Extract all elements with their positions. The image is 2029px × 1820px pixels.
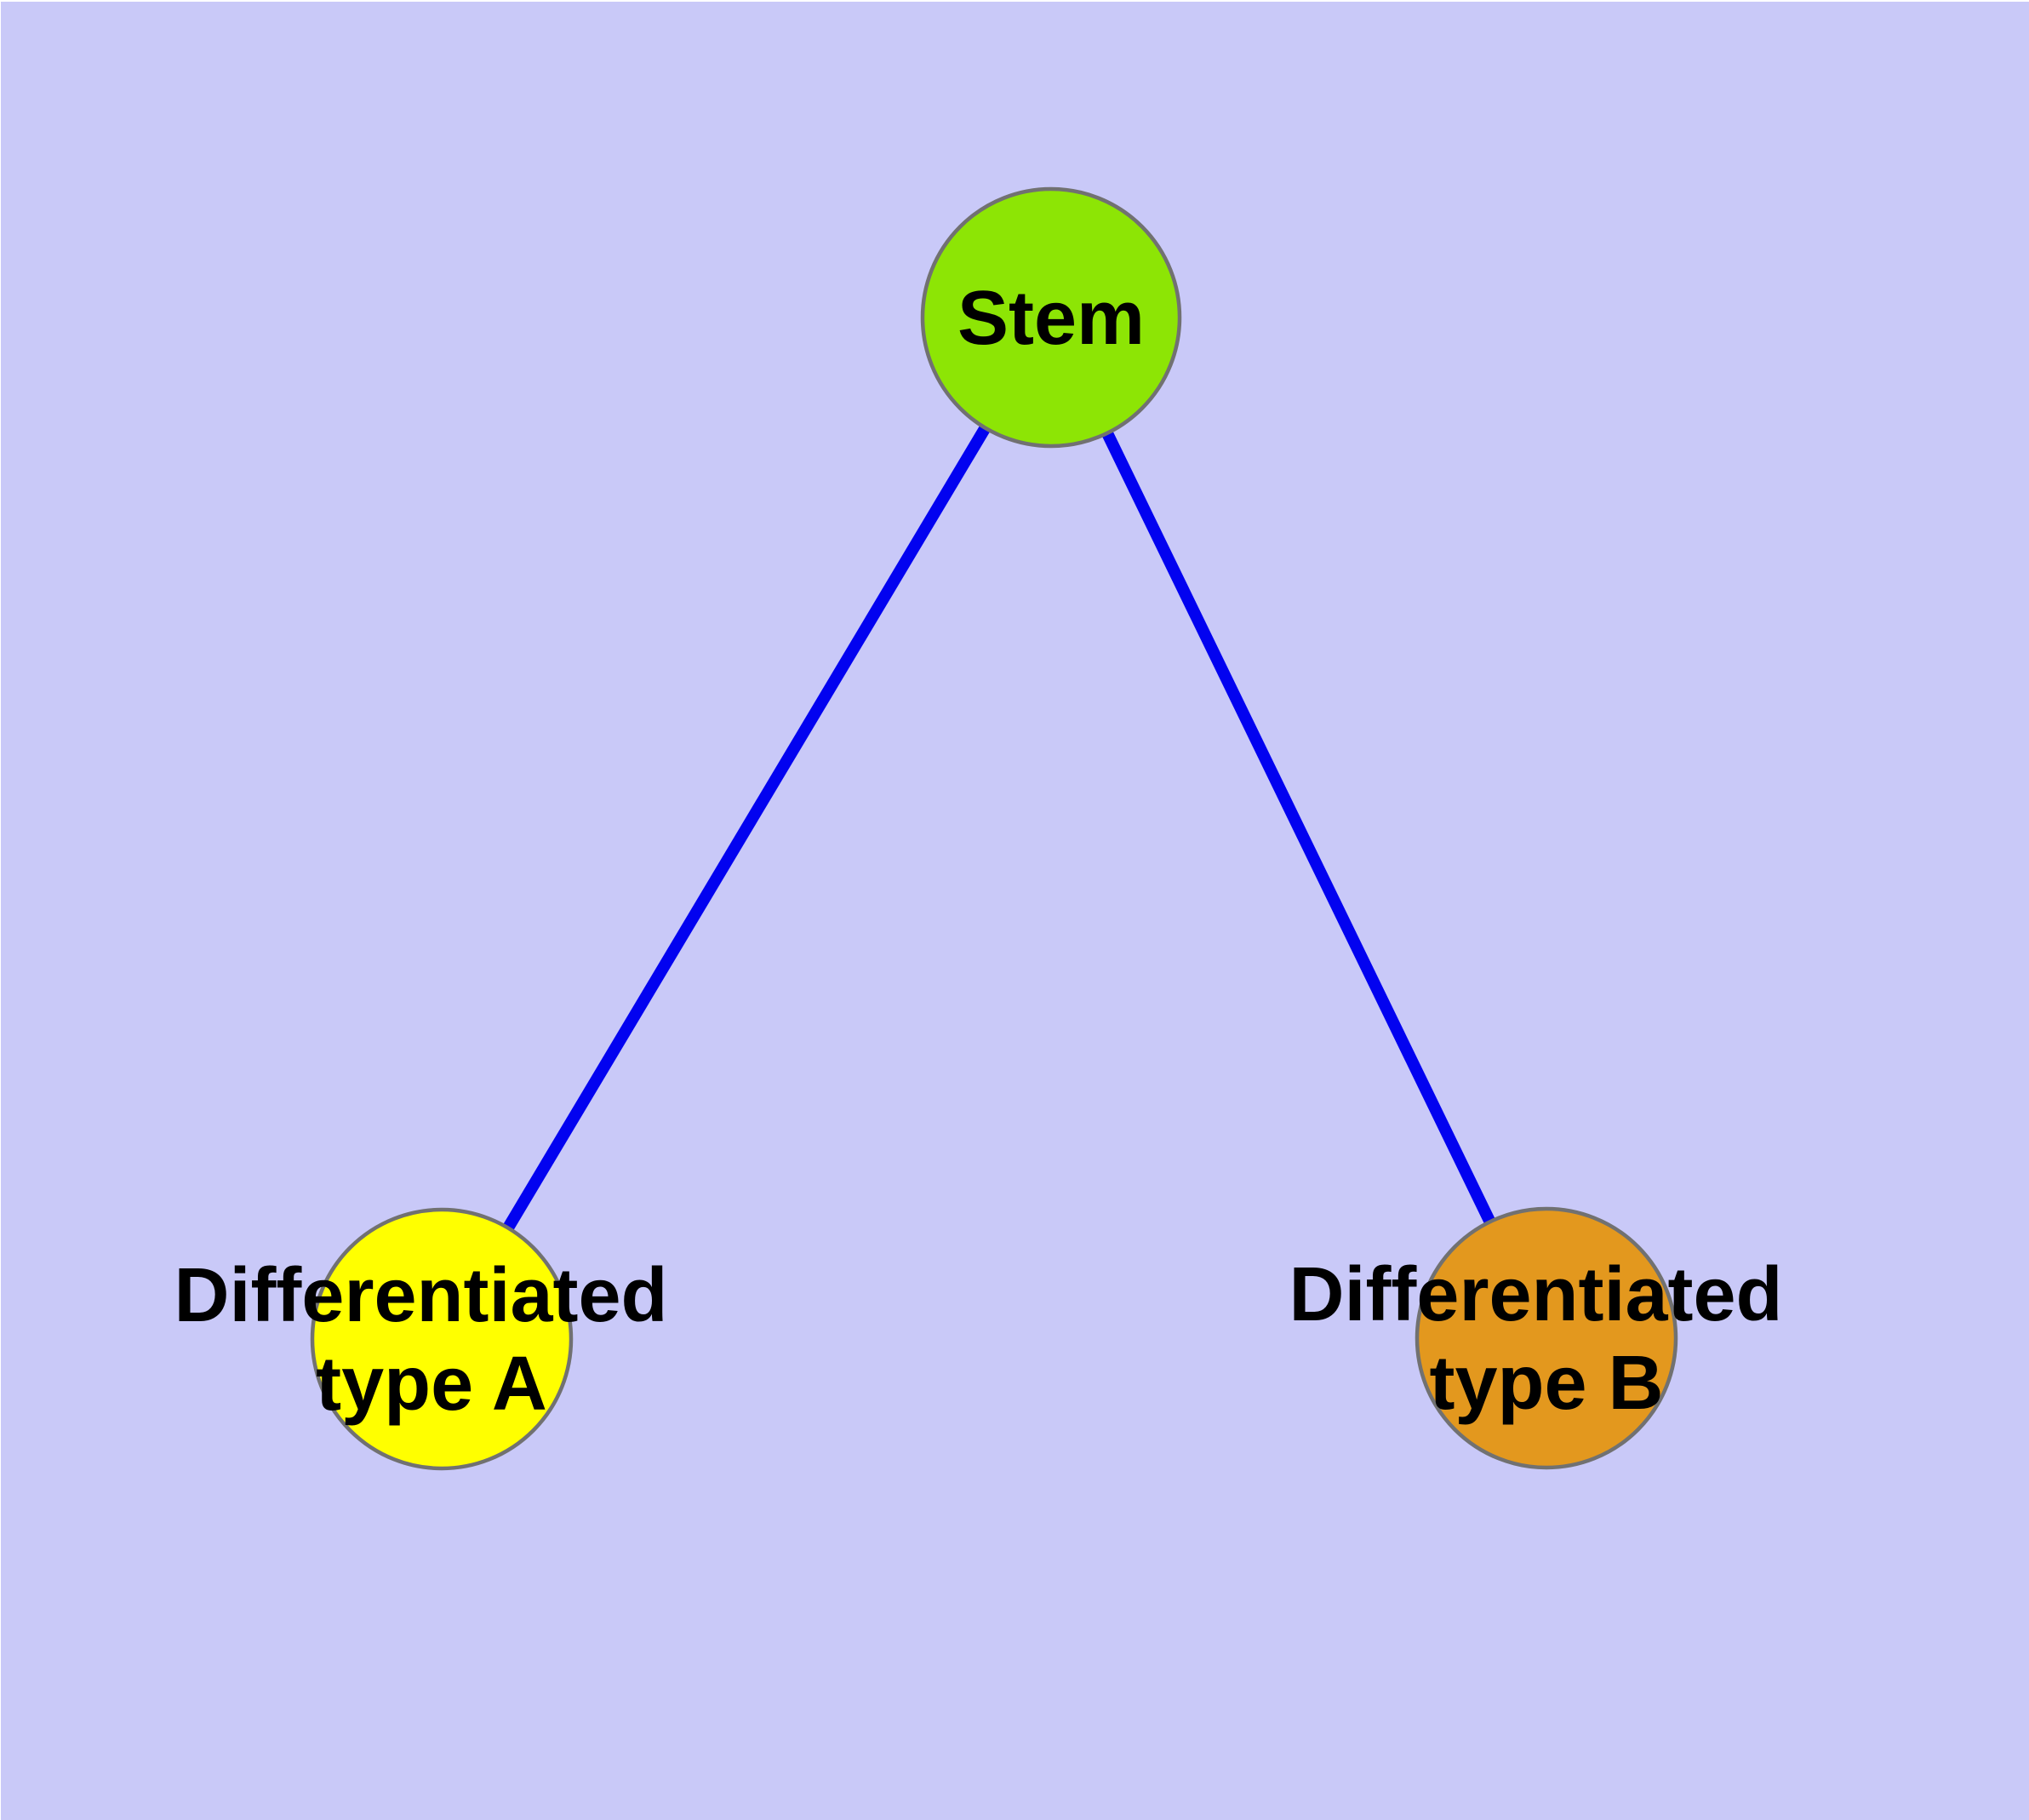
- node-label-differentiated-type-b: Differentiated type B: [1289, 1252, 1803, 1426]
- node-label-type-b-line-2: type B: [1429, 1341, 1663, 1426]
- edge-stem-to-type-b: [1045, 314, 1552, 1342]
- node-label-type-b-line-1: Differentiated: [1289, 1252, 1782, 1337]
- node-label-type-a-line-2: type A: [316, 1342, 547, 1427]
- node-label-stem: Stem: [957, 276, 1145, 361]
- node-differentiated-type-a: [310, 1207, 574, 1471]
- node-label-stem-line-1: Stem: [957, 276, 1145, 361]
- node-label-type-a-line-1: Differentiated: [174, 1253, 667, 1338]
- edge-stem-to-type-a: [436, 314, 1057, 1342]
- node-label-differentiated-type-a: Differentiated type A: [174, 1253, 689, 1427]
- node-differentiated-type-b: [1415, 1206, 1678, 1470]
- node-stem: [920, 186, 1182, 449]
